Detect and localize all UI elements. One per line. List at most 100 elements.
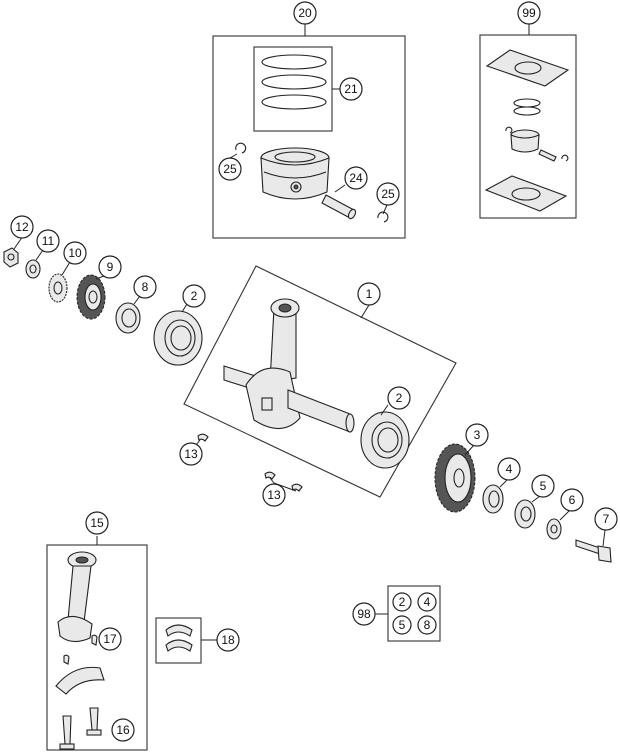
piston-group (212, 35, 406, 239)
kit-98-item-4[interactable]: 4 (417, 592, 437, 612)
crankshaft (223, 365, 355, 433)
circlip-left (235, 142, 247, 154)
crank-nut (3, 247, 19, 268)
callout-7-label: 7 (603, 512, 610, 526)
callout-10-label: 10 (68, 246, 82, 260)
callout-25-right[interactable]: 25 (376, 182, 400, 206)
mini-piston (510, 129, 540, 153)
piston (260, 147, 330, 200)
callout-4[interactable]: 4 (497, 457, 521, 481)
callout-5-label: 5 (540, 479, 547, 493)
small-gear (48, 273, 68, 303)
callout-25-left-label: 25 (223, 162, 237, 176)
primary-gear-right (434, 443, 476, 513)
rod-bearing-shells (63, 634, 98, 665)
callout-16-label: 16 (116, 723, 130, 737)
bearing-shell-top (197, 433, 209, 442)
piston-pin (321, 194, 357, 220)
callout-20[interactable]: 20 (293, 1, 317, 25)
kit-98-item-2-label: 2 (399, 595, 406, 609)
callout-2-right-label: 2 (396, 391, 403, 405)
piston-rings (261, 54, 327, 110)
callout-15-label: 15 (90, 516, 104, 530)
callout-13-upper-label: 13 (184, 447, 198, 461)
callout-11-label: 11 (42, 234, 55, 248)
callout-3-label: 3 (474, 428, 481, 442)
rod-bolts (59, 707, 102, 750)
crank-bolt (575, 539, 612, 563)
callout-6-label: 6 (569, 493, 576, 507)
bearing-set-group (155, 617, 202, 664)
callout-5[interactable]: 5 (531, 474, 555, 498)
top-end-kit-group (479, 34, 577, 219)
washer-right (482, 484, 504, 514)
callout-6[interactable]: 6 (560, 488, 584, 512)
callout-10[interactable]: 10 (63, 241, 87, 265)
kit-98-item-8[interactable]: 8 (417, 615, 437, 635)
callout-20-label: 20 (298, 6, 312, 20)
callout-99-label: 99 (522, 6, 536, 20)
connecting-rod-group (46, 544, 148, 751)
callout-21[interactable]: 21 (339, 77, 363, 101)
callout-18-label: 18 (221, 633, 235, 647)
spacer-ring (115, 302, 141, 334)
callout-12-label: 12 (15, 220, 29, 234)
cylinder-base-gasket (484, 175, 568, 212)
crankshaft-group (183, 265, 457, 498)
spacer-right (514, 499, 536, 529)
circlip-right (377, 211, 389, 223)
mini-piston-pin (538, 149, 557, 162)
kit-98-item-4-label: 4 (424, 595, 431, 609)
kit-98-item-8-label: 8 (424, 618, 431, 632)
callout-21-label: 21 (344, 82, 358, 96)
callout-13-lower[interactable]: 13 (262, 483, 286, 507)
callout-17[interactable]: 17 (98, 627, 122, 651)
leader-lines (13, 23, 606, 641)
callout-2-left[interactable]: 2 (182, 284, 206, 308)
kit-98-item-5[interactable]: 5 (392, 615, 412, 635)
callout-25-left[interactable]: 25 (218, 157, 242, 181)
rod-assembly (57, 551, 97, 643)
connecting-rod (269, 298, 300, 383)
callout-17-label: 17 (103, 632, 117, 646)
callout-9-label: 9 (107, 260, 114, 274)
callout-1-label: 1 (366, 287, 373, 301)
mini-piston-rings (513, 98, 541, 116)
callout-4-label: 4 (506, 462, 513, 476)
callout-24[interactable]: 24 (344, 166, 368, 190)
callout-11[interactable]: 11 (36, 229, 60, 253)
callout-7[interactable]: 7 (594, 507, 618, 531)
callout-24-label: 24 (349, 171, 363, 185)
top-end-kit-frame (479, 34, 577, 219)
thrust-washer (546, 518, 562, 540)
callout-13-lower-label: 13 (267, 488, 281, 502)
callout-18[interactable]: 18 (216, 628, 240, 652)
callout-8[interactable]: 8 (133, 275, 157, 299)
callout-9[interactable]: 9 (98, 255, 122, 279)
bearing-shell-bottom (264, 471, 303, 492)
callout-2-right[interactable]: 2 (387, 386, 411, 410)
callout-13-upper[interactable]: 13 (179, 442, 203, 466)
kit-98-item-5-label: 5 (399, 618, 406, 632)
callout-1[interactable]: 1 (357, 282, 381, 306)
main-bearing-right (360, 411, 410, 469)
callout-3[interactable]: 3 (465, 423, 489, 447)
callout-15[interactable]: 15 (85, 511, 109, 535)
callout-98-label: 98 (357, 607, 371, 621)
mini-circlip-left (505, 126, 513, 134)
callout-12[interactable]: 12 (10, 215, 34, 239)
washer-left (25, 259, 41, 279)
crankshaft-group-frame (183, 265, 457, 498)
kit-98-item-2[interactable]: 2 (392, 592, 412, 612)
primary-gear-left (76, 274, 106, 320)
cylinder-head-gasket (485, 49, 570, 87)
callout-16[interactable]: 16 (111, 718, 135, 742)
callout-99[interactable]: 99 (517, 1, 541, 25)
callout-8-label: 8 (142, 280, 149, 294)
callout-98[interactable]: 98 (352, 602, 376, 626)
piston-group-frame (212, 35, 406, 239)
mini-circlip-right (561, 154, 569, 162)
rod-cap (55, 666, 105, 695)
callout-25-right-label: 25 (381, 187, 395, 201)
